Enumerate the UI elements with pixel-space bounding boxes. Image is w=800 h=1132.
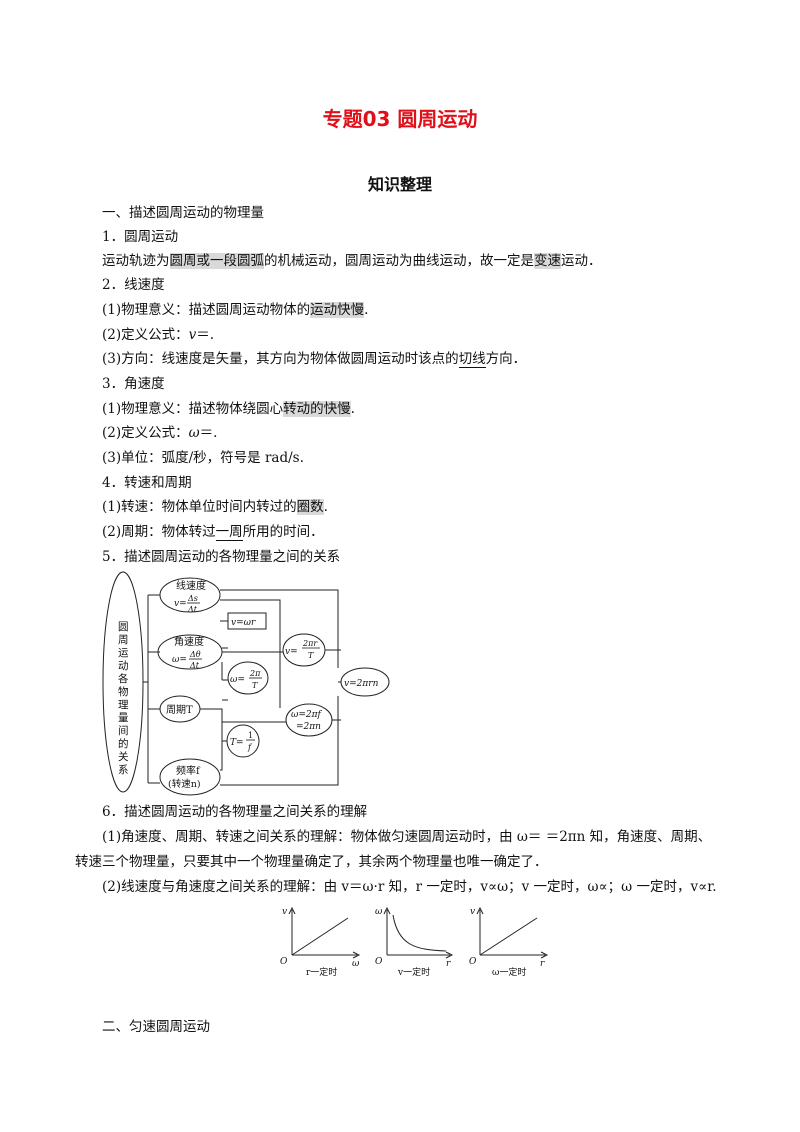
box-T-1f [226, 724, 260, 758]
left-char: 物 [118, 685, 129, 698]
left-char: 周 [118, 634, 129, 646]
formula-w-2pif: ω=2πf [291, 710, 323, 720]
label-frequency: 频率f [176, 764, 201, 777]
s3-line3: (3)单位：弧度/秒，符号是 rad/s. [102, 450, 304, 466]
s3-head: 3．角速度 [102, 376, 165, 392]
formula-T-label: T= [230, 738, 244, 748]
s6-para1b: 转速三个物理量，只要其中一个物理量确定了，其余两个物理量也唯一确定了． [75, 854, 548, 870]
box-v-wr [227, 612, 267, 630]
svg-text:v=: v= [174, 599, 187, 609]
svg-text:T: T [308, 651, 314, 660]
s6-para1a: (1)角速度、周期、转速之间关系的理解：物体做匀速圆周运动时，由 ω＝ ＝2πn… [102, 829, 712, 845]
svg-text:Δθ: Δθ [189, 650, 201, 659]
left-char: 间 [118, 724, 129, 737]
graph2-o: O [375, 957, 383, 967]
left-char: 动 [118, 660, 129, 672]
formula-v-2pirn: v=2πrn [344, 679, 379, 689]
graph2-caption: v一定时 [397, 966, 430, 978]
section-title: 知识整理 [367, 175, 432, 194]
s4-line1: (1)转速：物体单位时间内转过的圈数. [102, 499, 328, 515]
left-char: 各 [118, 672, 129, 685]
heading-1: 一、描述圆周运动的物理量 [102, 205, 264, 221]
svg-text:2πr: 2πr [302, 639, 318, 648]
label-linear-velocity: 线速度 [176, 579, 206, 592]
left-char: 的 [118, 737, 129, 750]
label-period: 周期T [166, 704, 193, 716]
svg-text:Δt: Δt [187, 605, 198, 614]
left-char: 圆 [118, 621, 129, 633]
box-linear-velocity [159, 577, 221, 613]
box-w-2pif [285, 703, 333, 737]
left-char: 量 [118, 712, 129, 724]
graph3-caption: ω一定时 [492, 966, 526, 978]
svg-text:ω=: ω= [172, 655, 187, 665]
left-char: 系 [118, 764, 129, 776]
s2-head: 2．线速度 [102, 277, 165, 293]
graph2-x: r [446, 959, 451, 969]
left-ellipse [102, 571, 144, 793]
formula-w-label: ω= [230, 675, 245, 685]
box-angular-velocity [157, 634, 223, 670]
graph1-caption: r一定时 [306, 966, 337, 978]
s4-head: 4．转速和周期 [102, 475, 192, 491]
graph1-y: v [282, 907, 287, 917]
graph3-y: v [470, 907, 475, 917]
graph1-line [291, 917, 349, 956]
box-v-2pirn [340, 667, 390, 697]
label-angular-velocity: 角速度 [174, 635, 204, 648]
heading-2: 二、匀速圆周运动 [102, 1019, 210, 1035]
s3-line1: (1)物理意义：描述物体绕圆心转动的快慢. [102, 401, 355, 417]
svg-text:Δs: Δs [187, 594, 198, 603]
graph3-x: r [540, 959, 545, 969]
s2-line1: (1)物理意义：描述圆周运动物体的运动快慢. [102, 302, 369, 318]
s6-head: 6．描述圆周运动的各物理量之间关系的理解 [102, 804, 368, 820]
svg-text:1: 1 [248, 731, 253, 740]
formula-2pin: =2πn [296, 722, 321, 732]
left-char: 理 [118, 699, 129, 711]
box-v-2pirT [282, 633, 326, 667]
box-frequency [159, 758, 221, 796]
s2-line2: (2)定义公式：v＝. [102, 327, 215, 343]
s1-head: 1．圆周运动 [102, 229, 179, 245]
graph3-o: O [469, 957, 477, 967]
svg-text:2π: 2π [249, 669, 261, 678]
page-title: 专题03 圆周运动 [322, 107, 478, 131]
svg-text:Δt: Δt [189, 661, 200, 670]
left-char: 关 [118, 750, 129, 763]
box-w-2piT [227, 661, 269, 695]
svg-text:T: T [252, 681, 258, 690]
s1-text: 运动轨迹为圆周或一段圆弧的机械运动，圆周运动为曲线运动，故一定是变速运动． [102, 253, 602, 269]
graph2-y: ω [375, 907, 383, 917]
graph2-curve [392, 914, 447, 952]
graph1-x: ω [352, 959, 360, 969]
svg-text:f: f [247, 743, 253, 752]
graph1-o: O [280, 957, 288, 967]
box-period [159, 695, 201, 723]
graph3-line [479, 917, 538, 956]
s3-line2: (2)定义公式：ω＝. [102, 425, 218, 441]
formula-v-wr: v=ωr [231, 618, 256, 628]
s6-para2: (2)线速度与角速度之间关系的理解：由 v＝ω·r 知，r 一定时，v∝ω；v … [102, 879, 717, 895]
s4-line2: (2)周期：物体转过一周所用的时间． [102, 524, 324, 541]
left-label: 圆周运动各物理量间的关系 [118, 621, 129, 776]
s2-line3: (3)方向：线速度是矢量，其方向为物体做圆周运动时该点的切线方向． [102, 351, 527, 368]
s5-head: 5．描述圆周运动的各物理量之间的关系 [102, 549, 341, 565]
left-char: 运 [118, 647, 129, 659]
formula-v-label: v= [285, 647, 298, 657]
label-rotation-speed: (转速n) [168, 778, 201, 790]
